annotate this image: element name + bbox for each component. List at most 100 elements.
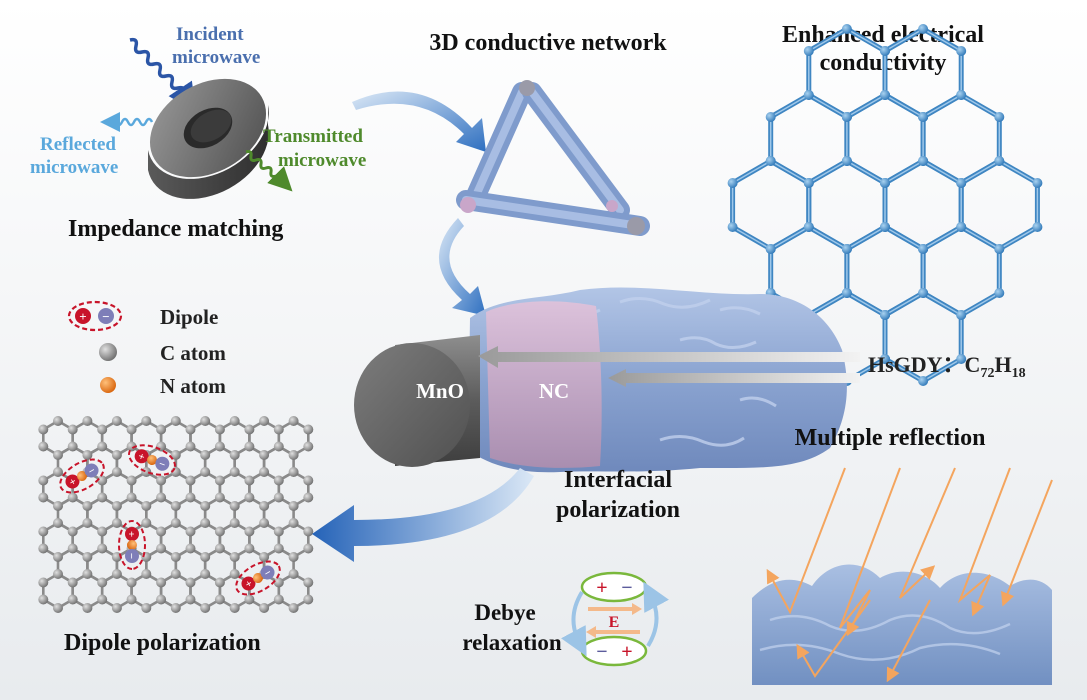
- carbon-atom: [82, 416, 93, 426]
- carbon-atom: [67, 492, 78, 503]
- carbon-atom: [170, 603, 181, 613]
- carbon-atom: [303, 424, 314, 435]
- carbon-atom: [53, 552, 63, 562]
- graphyne-node: [956, 46, 967, 56]
- impedance-title: Impedance matching: [68, 216, 283, 242]
- carbon-atom: [259, 467, 270, 477]
- transmitted-wave: [245, 150, 293, 192]
- nitrogen-atom: [147, 455, 157, 465]
- carbon-atom: [126, 475, 137, 486]
- lattice-dipole: +−: [128, 444, 176, 476]
- legend-n-atom-label: N atom: [160, 374, 226, 398]
- carbon-atom: [200, 501, 211, 511]
- carbon-atom: [82, 569, 93, 579]
- carbon-atom: [185, 441, 196, 452]
- carbon-atom: [82, 603, 93, 613]
- dipole-polarization-title: Dipole polarization: [64, 630, 261, 656]
- carbon-atom: [126, 424, 137, 435]
- carbon-atom: [67, 577, 78, 588]
- conductivity-panel: Enhanced electrical conductivity: [727, 22, 1043, 386]
- field-arrow-right: [588, 603, 642, 615]
- carbon-atom: [38, 543, 49, 554]
- carbon-atom: [97, 475, 108, 486]
- carbon-atom: [156, 441, 167, 452]
- carbon-atom: [214, 526, 225, 537]
- graphyne-lattice: [727, 24, 1043, 386]
- field-arrow-left: [586, 626, 640, 638]
- carbon-atom: [303, 543, 314, 554]
- dipole-minus-sign: −: [262, 567, 273, 581]
- graphyne-node: [956, 178, 967, 188]
- graphyne-node: [803, 178, 814, 188]
- carbon-atom: [200, 467, 211, 477]
- carbon-atom: [229, 467, 240, 477]
- nitrogen-atom: [127, 540, 137, 550]
- graphyne-node: [880, 90, 890, 100]
- graphyne-node: [994, 112, 1005, 122]
- carbon-atom: [53, 569, 63, 579]
- carbon-atom: [259, 552, 270, 562]
- carbon-atom: [273, 475, 284, 486]
- graphyne-node: [727, 222, 738, 232]
- graphyne-node: [803, 90, 814, 100]
- interfacial-label-2: polarization: [556, 497, 680, 523]
- dipole-negative: [84, 463, 99, 478]
- carbon-atom: [259, 518, 270, 528]
- rotation-arrow-left: [561, 590, 587, 657]
- carbon-atom: [288, 467, 299, 477]
- carbon-atom: [82, 552, 93, 562]
- carbon-atom: [200, 603, 211, 613]
- carbon-atom: [288, 501, 299, 511]
- carbon-atom: [141, 518, 152, 528]
- mno-core-face: [354, 343, 470, 467]
- graphyne-node: [880, 222, 890, 232]
- graphyne-node: [765, 112, 776, 122]
- carbon-atom: [141, 416, 152, 426]
- conductive-network-panel: 3D conductive network: [429, 30, 667, 236]
- carbon-atom: [97, 492, 108, 503]
- carbon-atom: [303, 577, 314, 588]
- carbon-atom: [67, 594, 78, 605]
- graphyne-node: [765, 244, 776, 254]
- carbon-atom: [229, 603, 240, 613]
- carbon-atom: [141, 569, 152, 579]
- carbon-atom: [53, 450, 63, 460]
- absorber-surface: [752, 564, 1052, 685]
- carbon-atom: [288, 518, 299, 528]
- carbon-atom: [259, 416, 270, 426]
- carbon-atom: [156, 543, 167, 554]
- carbon-atom: [259, 603, 270, 613]
- dipole-negative: [155, 456, 170, 471]
- carbon-atom: [214, 475, 225, 486]
- carbon-atom: [170, 552, 181, 562]
- carbon-atom: [303, 441, 314, 452]
- carbon-atom: [229, 450, 240, 460]
- carbon-atom: [244, 526, 255, 537]
- graphyne-node: [918, 288, 929, 298]
- carbon-atom: [156, 577, 167, 588]
- dipole-positive: [125, 527, 139, 541]
- hsgdy-pointer-arrow-upper: [478, 346, 860, 368]
- carbon-atom: [288, 416, 299, 426]
- carbon-atom: [229, 416, 240, 426]
- graphyne-node: [1032, 222, 1043, 232]
- carbon-atom: [185, 526, 196, 537]
- carbon-atom: [229, 501, 240, 511]
- graphyne-node: [880, 46, 890, 56]
- mno-label: MnO: [416, 379, 464, 403]
- reflected-wave: [100, 112, 154, 132]
- carbon-atom: [97, 594, 108, 605]
- graphyne-node: [841, 24, 852, 34]
- carbon-atom: [214, 492, 225, 503]
- carbon-atom: [273, 424, 284, 435]
- reflected-label-2: microwave: [30, 157, 118, 178]
- nitrogen-atom: [253, 573, 263, 583]
- carbon-atom: [97, 526, 108, 537]
- carbon-atom: [303, 492, 314, 503]
- dipole-positive: [65, 474, 80, 489]
- carbon-atom: [170, 450, 181, 460]
- nanofiber-network: [456, 80, 650, 236]
- carbon-atom: [38, 475, 49, 486]
- incident-wave: [129, 37, 196, 112]
